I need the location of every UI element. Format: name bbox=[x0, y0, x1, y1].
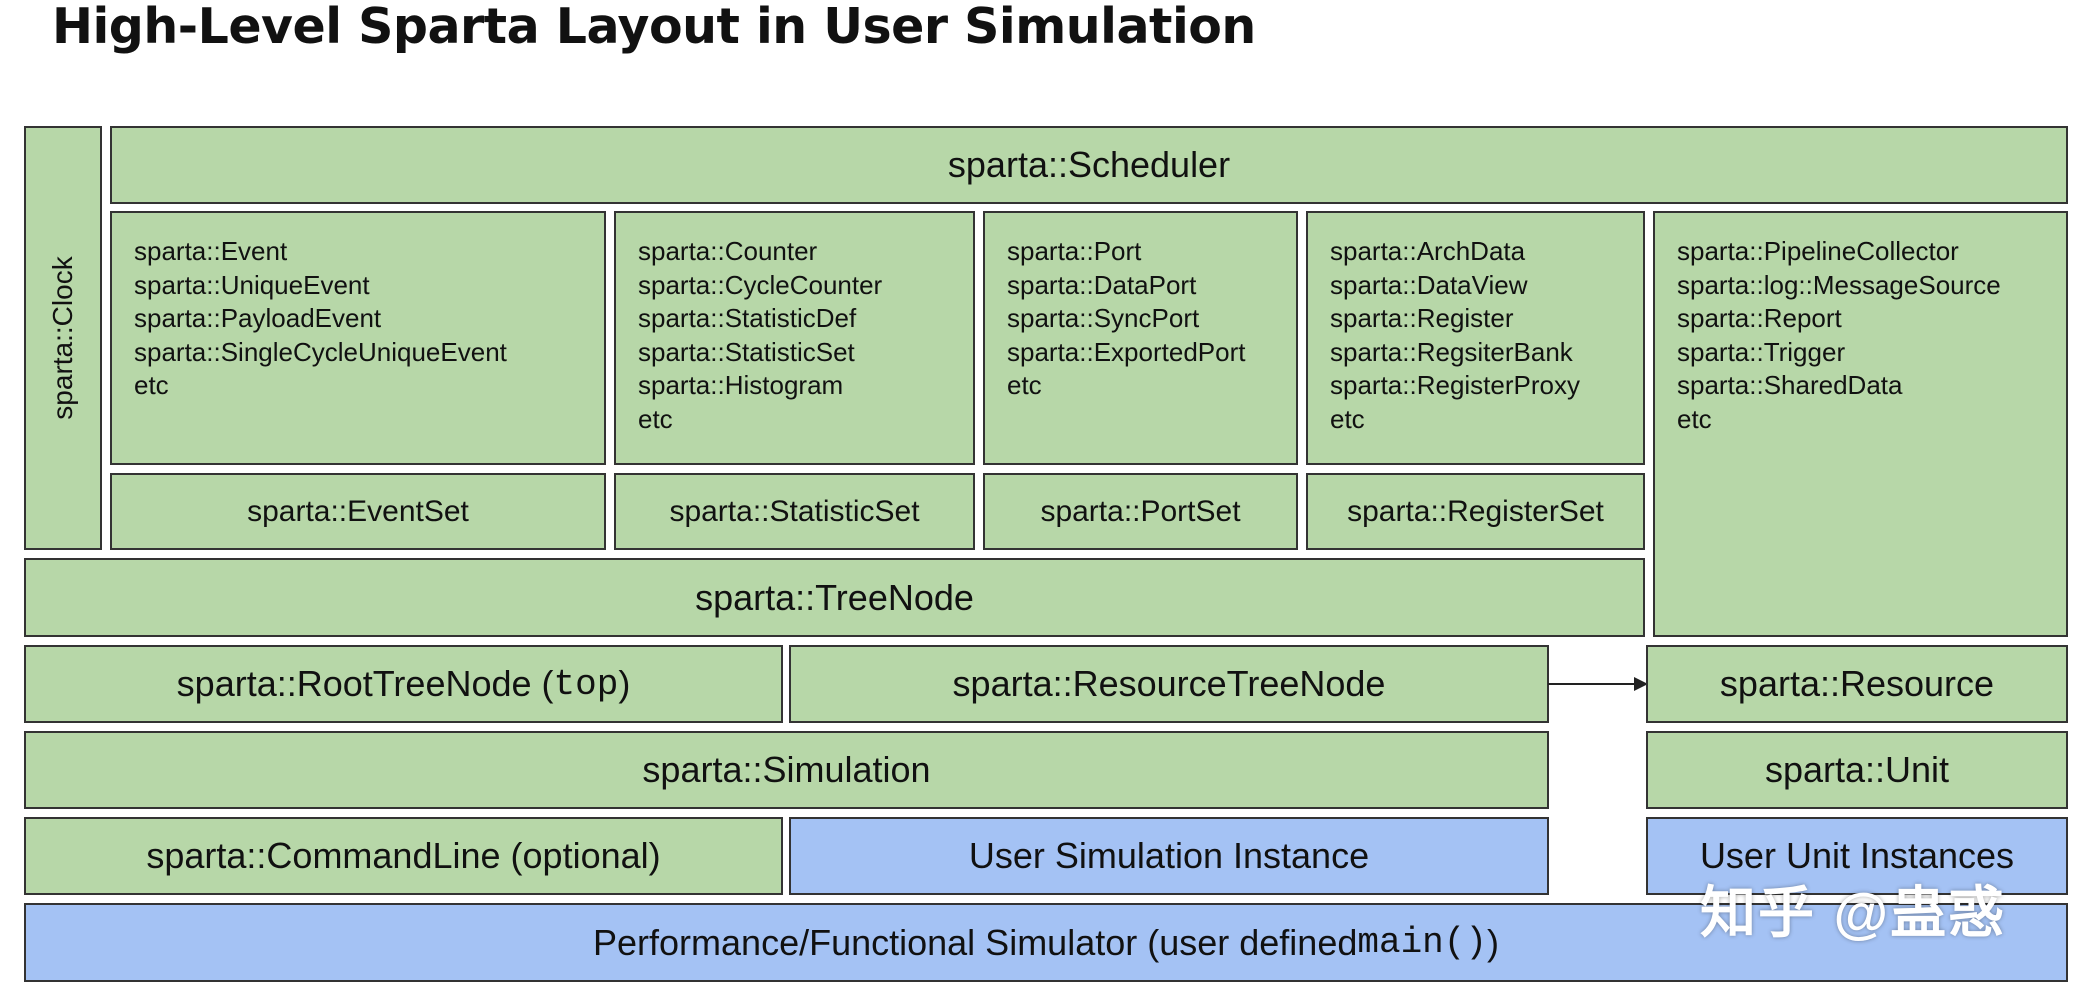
event-set-box: sparta::EventSet bbox=[110, 473, 606, 550]
arrow-icon bbox=[1548, 677, 1648, 691]
list-item: sparta::Report bbox=[1677, 303, 1842, 333]
page-title: High-Level Sparta Layout in User Simulat… bbox=[52, 0, 1256, 55]
port-set-box: sparta::PortSet bbox=[983, 473, 1298, 550]
misc-group: sparta::PipelineCollector sparta::log::M… bbox=[1653, 211, 2068, 637]
watermark: 知乎 @蛊惑 bbox=[1700, 881, 2007, 944]
list-item: etc bbox=[1007, 370, 1042, 400]
simulation-box: sparta::Simulation bbox=[24, 731, 1549, 809]
list-item: sparta::SingleCycleUniqueEvent bbox=[134, 336, 507, 367]
scheduler-box: sparta::Scheduler bbox=[110, 126, 2068, 204]
list-item: etc bbox=[1677, 403, 1712, 434]
list-item: sparta::StatisticDef bbox=[638, 303, 857, 333]
list-item: sparta::log::MessageSource bbox=[1677, 269, 2001, 300]
list-item: sparta::ExportedPort bbox=[1007, 336, 1246, 367]
list-item: sparta::Port bbox=[1007, 236, 1142, 266]
clock-box: sparta::Clock bbox=[24, 126, 102, 550]
list-item: sparta::UniqueEvent bbox=[134, 269, 370, 300]
simulator-box: Performance/Functional Simulator (user d… bbox=[24, 903, 2068, 982]
resource-box: sparta::Resource bbox=[1646, 645, 2068, 723]
unit-box: sparta::Unit bbox=[1646, 731, 2068, 809]
simulator-code: main() bbox=[1357, 922, 1487, 963]
list-item: sparta::RegisterProxy bbox=[1330, 370, 1580, 400]
user-simulation-instance-box: User Simulation Instance bbox=[789, 817, 1549, 895]
command-line-box: sparta::CommandLine (optional) bbox=[24, 817, 783, 895]
list-item: sparta::Trigger bbox=[1677, 336, 1846, 367]
list-item: sparta::Event bbox=[134, 236, 288, 266]
list-item: sparta::Register bbox=[1330, 303, 1514, 333]
root-tree-node-suffix: ) bbox=[618, 663, 631, 704]
registers-group: sparta::ArchData sparta::DataView sparta… bbox=[1306, 211, 1645, 465]
list-item: sparta::PayloadEvent bbox=[134, 303, 382, 333]
list-item: sparta::RegsiterBank bbox=[1330, 336, 1573, 367]
user-unit-instances-box: User Unit Instances bbox=[1646, 817, 2068, 895]
list-item: etc bbox=[638, 403, 673, 434]
root-tree-node-prefix: sparta::RootTreeNode ( bbox=[176, 663, 554, 704]
ports-group: sparta::Port sparta::DataPort sparta::Sy… bbox=[983, 211, 1298, 465]
simulator-suffix: ) bbox=[1487, 921, 1499, 963]
root-tree-node-code: top bbox=[553, 663, 619, 705]
list-item: sparta::SharedData bbox=[1677, 370, 1903, 400]
list-item: etc bbox=[134, 370, 169, 400]
list-item: sparta::CycleCounter bbox=[638, 269, 883, 300]
statistic-set-box: sparta::StatisticSet bbox=[614, 473, 975, 550]
list-item: sparta::SyncPort bbox=[1007, 303, 1200, 333]
list-item: sparta::StatisticSet bbox=[638, 336, 855, 367]
list-item: sparta::DataView bbox=[1330, 269, 1528, 300]
list-item: sparta::Counter bbox=[638, 236, 818, 266]
list-item: sparta::PipelineCollector bbox=[1677, 236, 1959, 266]
clock-label: sparta::Clock bbox=[47, 256, 78, 420]
events-group: sparta::Event sparta::UniqueEvent sparta… bbox=[110, 211, 606, 465]
list-item: etc bbox=[1330, 403, 1365, 434]
tree-node-box: sparta::TreeNode bbox=[24, 558, 1645, 637]
list-item: sparta::DataPort bbox=[1007, 269, 1197, 300]
root-tree-node-box: sparta::RootTreeNode (top) bbox=[24, 645, 783, 723]
counters-group: sparta::Counter sparta::CycleCounter spa… bbox=[614, 211, 975, 465]
simulator-prefix: Performance/Functional Simulator (user d… bbox=[593, 921, 1358, 963]
resource-tree-node-box: sparta::ResourceTreeNode bbox=[789, 645, 1549, 723]
register-set-box: sparta::RegisterSet bbox=[1306, 473, 1645, 550]
list-item: sparta::Histogram bbox=[638, 370, 844, 400]
list-item: sparta::ArchData bbox=[1330, 236, 1526, 266]
